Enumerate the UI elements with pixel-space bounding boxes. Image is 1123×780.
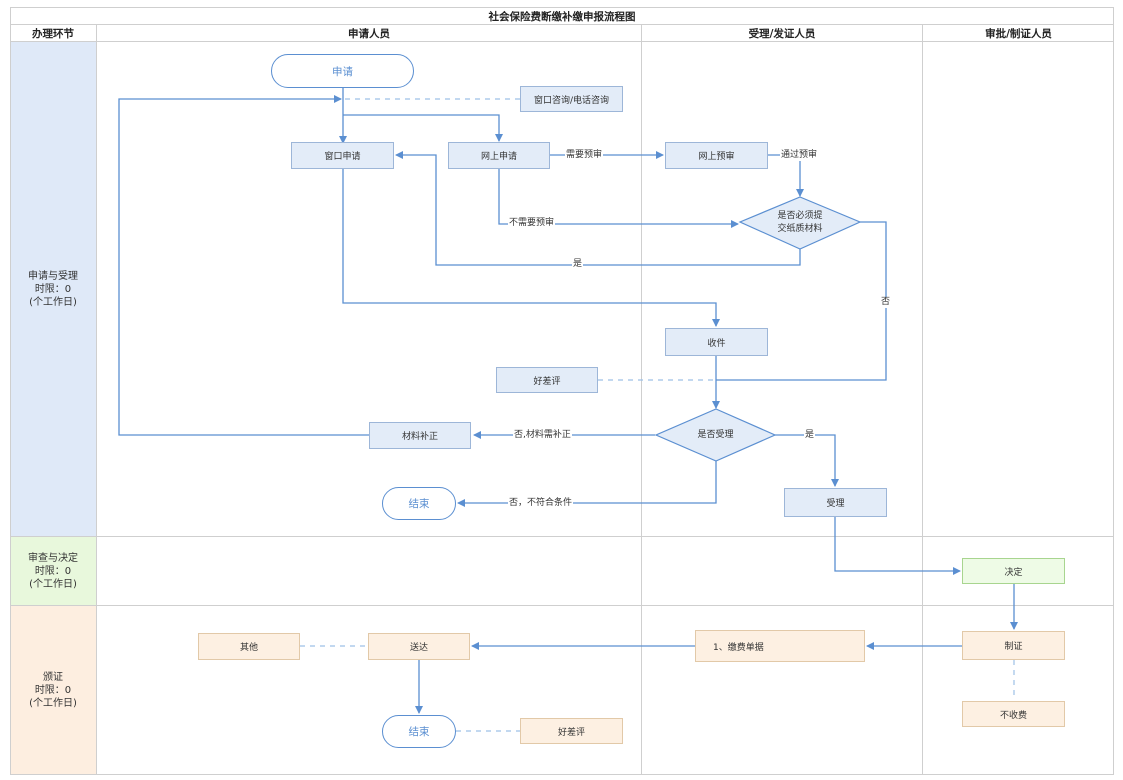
dashed-connectors: [300, 98, 1015, 732]
band-fill-apply: [10, 42, 96, 536]
band-issue-limit: 时限：0: [34, 684, 72, 696]
decision-paper-required: 是否必须提 交纸质材料: [740, 197, 860, 249]
band-apply-name: 申请与受理: [28, 270, 78, 282]
edge-label-not-eligible: 否，不符合条件: [508, 498, 574, 509]
band-issue: 颁证 时限：0 (个工作日): [10, 606, 96, 774]
band-review: 审查与决定 时限：0 (个工作日): [10, 537, 96, 605]
band-apply-unit: (个工作日): [29, 296, 77, 308]
edge-label-need-supplement: 否,材料需补正: [513, 430, 572, 441]
node-decide: 决定: [962, 558, 1065, 584]
node-online-apply: 网上申请: [448, 142, 550, 169]
band-issue-unit: (个工作日): [29, 697, 77, 709]
band-apply: 申请与受理 时限：0 (个工作日): [10, 42, 96, 536]
edge-pass-precheck: [768, 154, 804, 197]
band-fill-review: [10, 537, 96, 605]
decision-paper-line2: 交纸质材料: [777, 224, 823, 234]
column-header-acceptor: 受理/发证人员: [748, 27, 816, 40]
column-header-applicant: 申请人员: [348, 27, 390, 40]
edge-label-no-paper: 否: [880, 297, 892, 308]
end-node-2: 结束: [382, 715, 456, 748]
node-window-consult: 窗口咨询/电话咨询: [520, 86, 623, 112]
column-header-approver: 审批/制证人员: [985, 27, 1052, 40]
end-node-1: 结束: [382, 487, 456, 520]
diamond-paper-shape: [738, 196, 862, 250]
band-review-unit: (个工作日): [29, 578, 77, 590]
band-issue-name: 颁证: [43, 671, 63, 683]
node-receive: 收件: [665, 328, 768, 356]
edge-label-no-precheck: 不需要预审: [508, 218, 556, 229]
node-payment-doc: 1、缴费单据: [695, 630, 865, 662]
edge-supplement-loop: [118, 95, 369, 436]
edge-window-receive: [342, 169, 720, 327]
node-other: 其他: [198, 633, 300, 660]
node-rating-2: 好差评: [520, 718, 623, 744]
chart-title: 社会保险费断缴补缴申报流程图: [488, 10, 636, 23]
column-header-stage: 办理环节: [32, 27, 74, 40]
node-certify: 制证: [962, 631, 1065, 660]
edge-label-need-precheck: 需要预审: [565, 150, 604, 161]
band-apply-limit: 时限：0: [34, 283, 72, 295]
edge-label-yes-paper: 是: [572, 259, 584, 270]
node-deliver: 送达: [368, 633, 470, 660]
node-supplement: 材料补正: [369, 422, 471, 449]
band-review-limit: 时限：0: [34, 565, 72, 577]
decision-paper-line1: 是否必须提: [777, 211, 823, 221]
edge-not-eligible: [457, 460, 717, 507]
grid-lines: [10, 7, 1114, 775]
node-online-precheck: 网上预审: [665, 142, 768, 169]
band-fill-issue: [10, 606, 96, 774]
edge-no-precheck: [498, 169, 739, 228]
node-accept: 受理: [784, 488, 887, 517]
edge-label-yes-accept: 是: [804, 430, 816, 441]
start-node: 申请: [271, 54, 414, 88]
edge-accept-decide: [834, 517, 961, 575]
band-review-name: 审查与决定: [28, 552, 78, 564]
node-rating-1: 好差评: [496, 367, 598, 393]
connectors: [118, 88, 1018, 714]
edge-yes-paper: [395, 151, 801, 266]
edge-label-pass-precheck: 通过预审: [780, 150, 819, 161]
node-window-apply: 窗口申请: [291, 142, 394, 169]
edge-yes-accept: [775, 434, 839, 487]
edge-start-online: [343, 114, 503, 142]
diamond-accept-shape: [654, 408, 777, 462]
node-no-fee: 不收费: [962, 701, 1065, 727]
decision-accept: 是否受理: [697, 429, 734, 440]
